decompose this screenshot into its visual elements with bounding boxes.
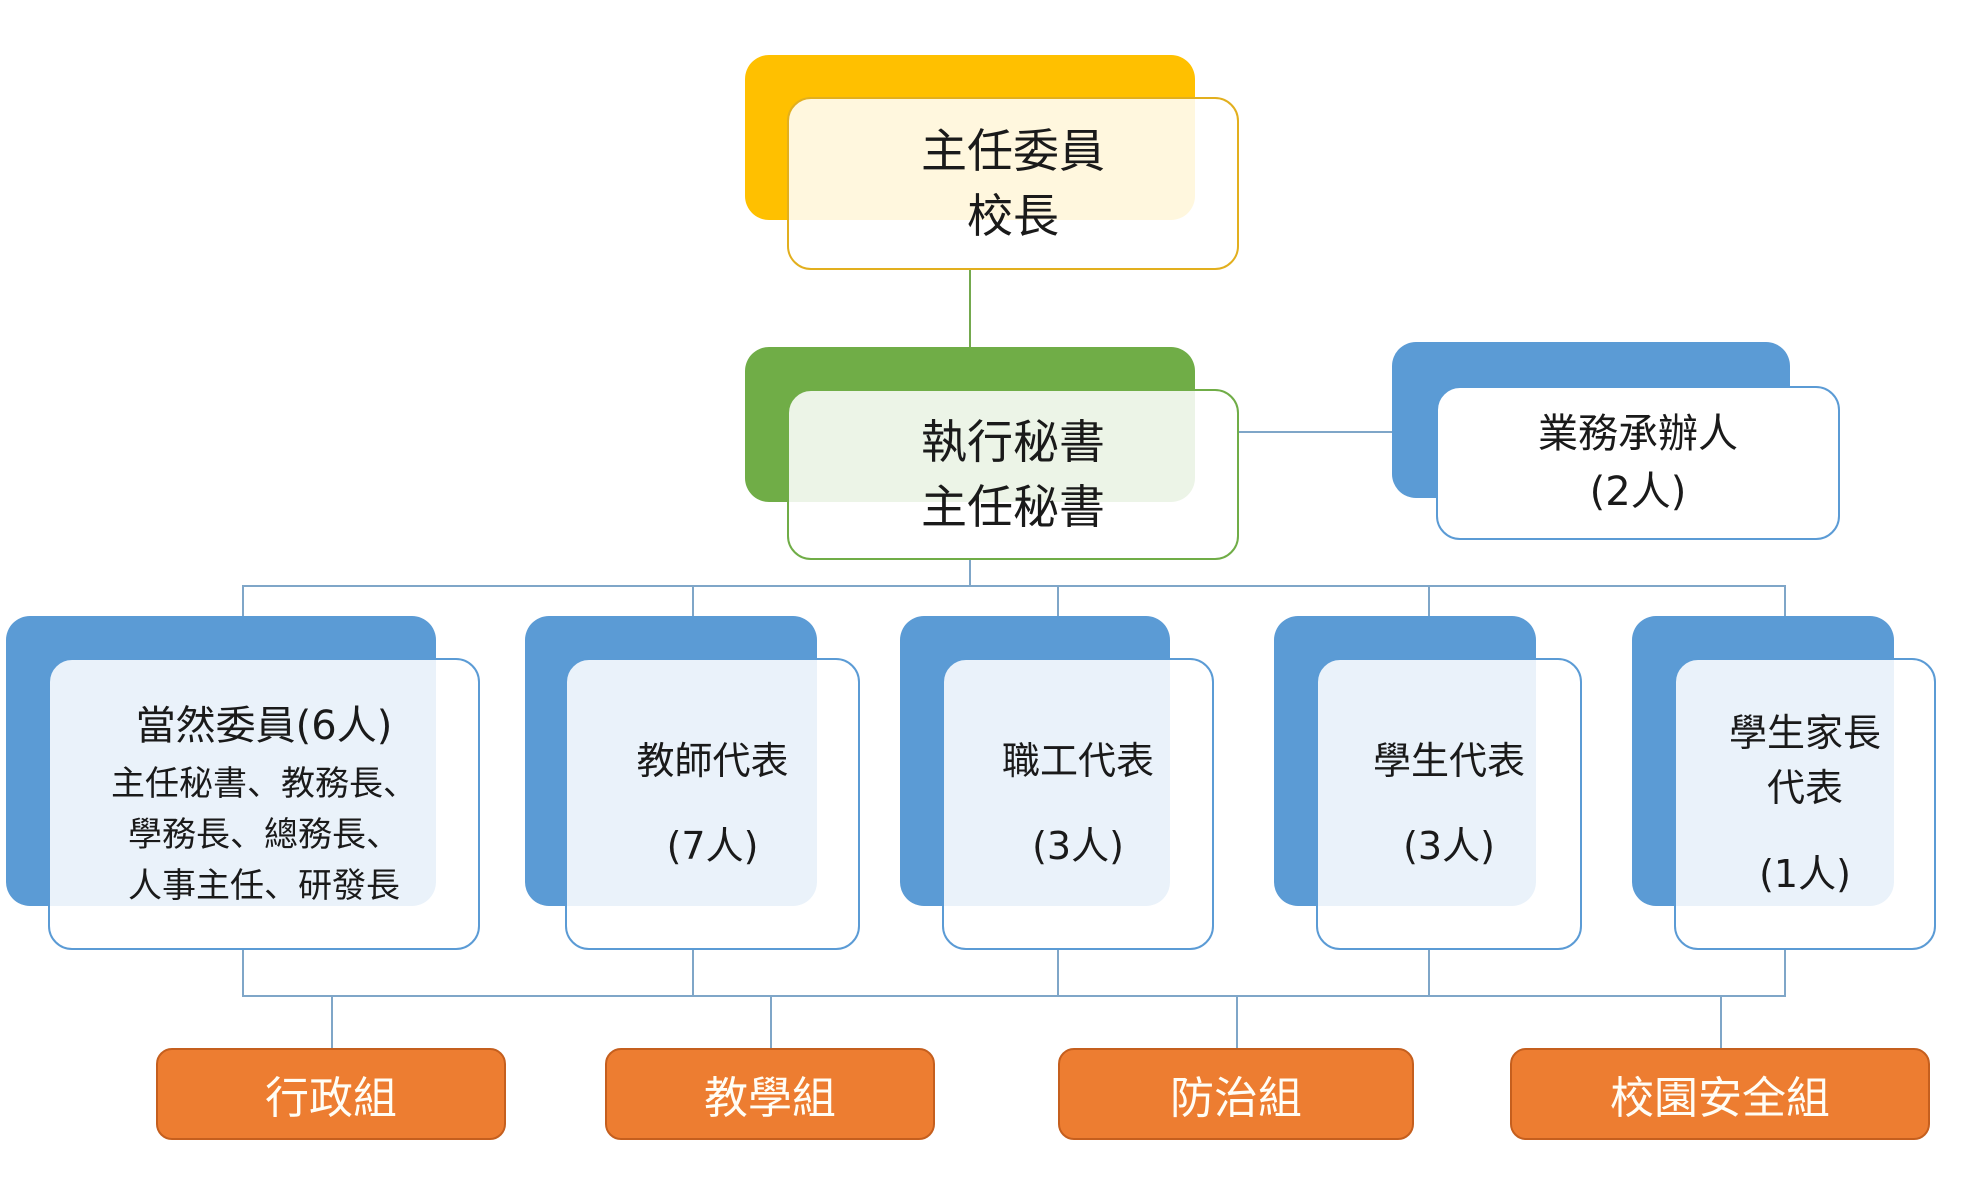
node-parent-reps-line2: 代表: [1766, 766, 1843, 811]
node-prevention-group-label: 防治組: [1170, 1073, 1302, 1124]
node-teacher-reps-line2: (7人): [666, 824, 759, 868]
connector-secretary-case-officers: [1239, 431, 1399, 433]
node-teacher-reps-line1: 教師代表: [636, 738, 789, 783]
node-parent-reps: 學生家長 代表 (1人): [1674, 658, 1936, 950]
connector-stub-student: [1428, 585, 1430, 617]
node-chairman-line1: 主任委員: [921, 124, 1105, 179]
node-ex-officio: 當然委員(6人) 主任秘書、教務長、 學務長、總務長、 人事主任、研發長: [48, 658, 480, 950]
node-campus-safety-group: 校園安全組: [1510, 1048, 1930, 1140]
node-teaching-group: 教學組: [605, 1048, 935, 1140]
node-ex-officio-member1: 主任秘書、教務長、: [111, 763, 417, 804]
node-student-reps: 學生代表 (3人): [1316, 658, 1582, 950]
connector-staff-to-bus2: [1057, 950, 1059, 996]
node-parent-reps-line3: (1人): [1759, 851, 1851, 896]
node-staff-reps: 職工代表 (3人): [942, 658, 1214, 950]
node-chairman-line2: 校長: [967, 188, 1059, 243]
connector-teacher-to-bus2: [692, 950, 694, 996]
node-case-officers: 業務承辦人 (2人): [1436, 386, 1840, 540]
connector-bus-lower: [242, 995, 1786, 997]
node-prevention-group: 防治組: [1058, 1048, 1414, 1140]
connector-stub-ex-officio: [242, 585, 244, 617]
node-student-reps-line2: (3人): [1403, 824, 1495, 868]
connector-bus-upper: [242, 585, 1786, 587]
node-staff-reps-line2: (3人): [1032, 824, 1124, 868]
node-chairman: 主任委員 校長: [787, 97, 1239, 270]
node-case-officers-line1: 業務承辦人: [1538, 411, 1738, 457]
connector-drop-admin-group: [331, 995, 333, 1049]
node-parent-reps-line1: 學生家長: [1728, 711, 1881, 756]
node-admin-group-label: 行政組: [265, 1073, 397, 1124]
node-ex-officio-member2: 學務長、總務長、: [128, 814, 400, 855]
connector-student-to-bus2: [1428, 950, 1430, 996]
connector-parent-to-bus2: [1784, 950, 1786, 996]
connector-chairman-secretary: [969, 270, 971, 347]
connector-secretary-to-bus: [969, 560, 971, 586]
node-teaching-group-label: 教學組: [704, 1073, 836, 1124]
node-student-reps-line1: 學生代表: [1372, 738, 1525, 783]
connector-drop-teaching-group: [770, 995, 772, 1049]
node-executive-secretary-line2: 主任秘書: [921, 479, 1105, 534]
connector-drop-campus-safety-group: [1720, 995, 1722, 1049]
node-executive-secretary: 執行秘書 主任秘書: [787, 389, 1239, 560]
node-campus-safety-group-label: 校園安全組: [1610, 1073, 1830, 1124]
node-teacher-reps: 教師代表 (7人): [565, 658, 860, 950]
connector-ex-officio-to-bus2: [242, 950, 244, 996]
node-staff-reps-line1: 職工代表: [1001, 738, 1154, 783]
connector-stub-teacher: [692, 585, 694, 617]
node-executive-secretary-line1: 執行秘書: [921, 415, 1105, 470]
connector-stub-staff: [1057, 585, 1059, 617]
node-case-officers-line2: (2人): [1589, 469, 1687, 515]
node-admin-group: 行政組: [156, 1048, 506, 1140]
connector-drop-prevention-group: [1236, 995, 1238, 1049]
node-ex-officio-member3: 人事主任、研發長: [128, 865, 400, 906]
node-ex-officio-title: 當然委員(6人): [135, 702, 393, 749]
connector-stub-parent: [1784, 585, 1786, 617]
